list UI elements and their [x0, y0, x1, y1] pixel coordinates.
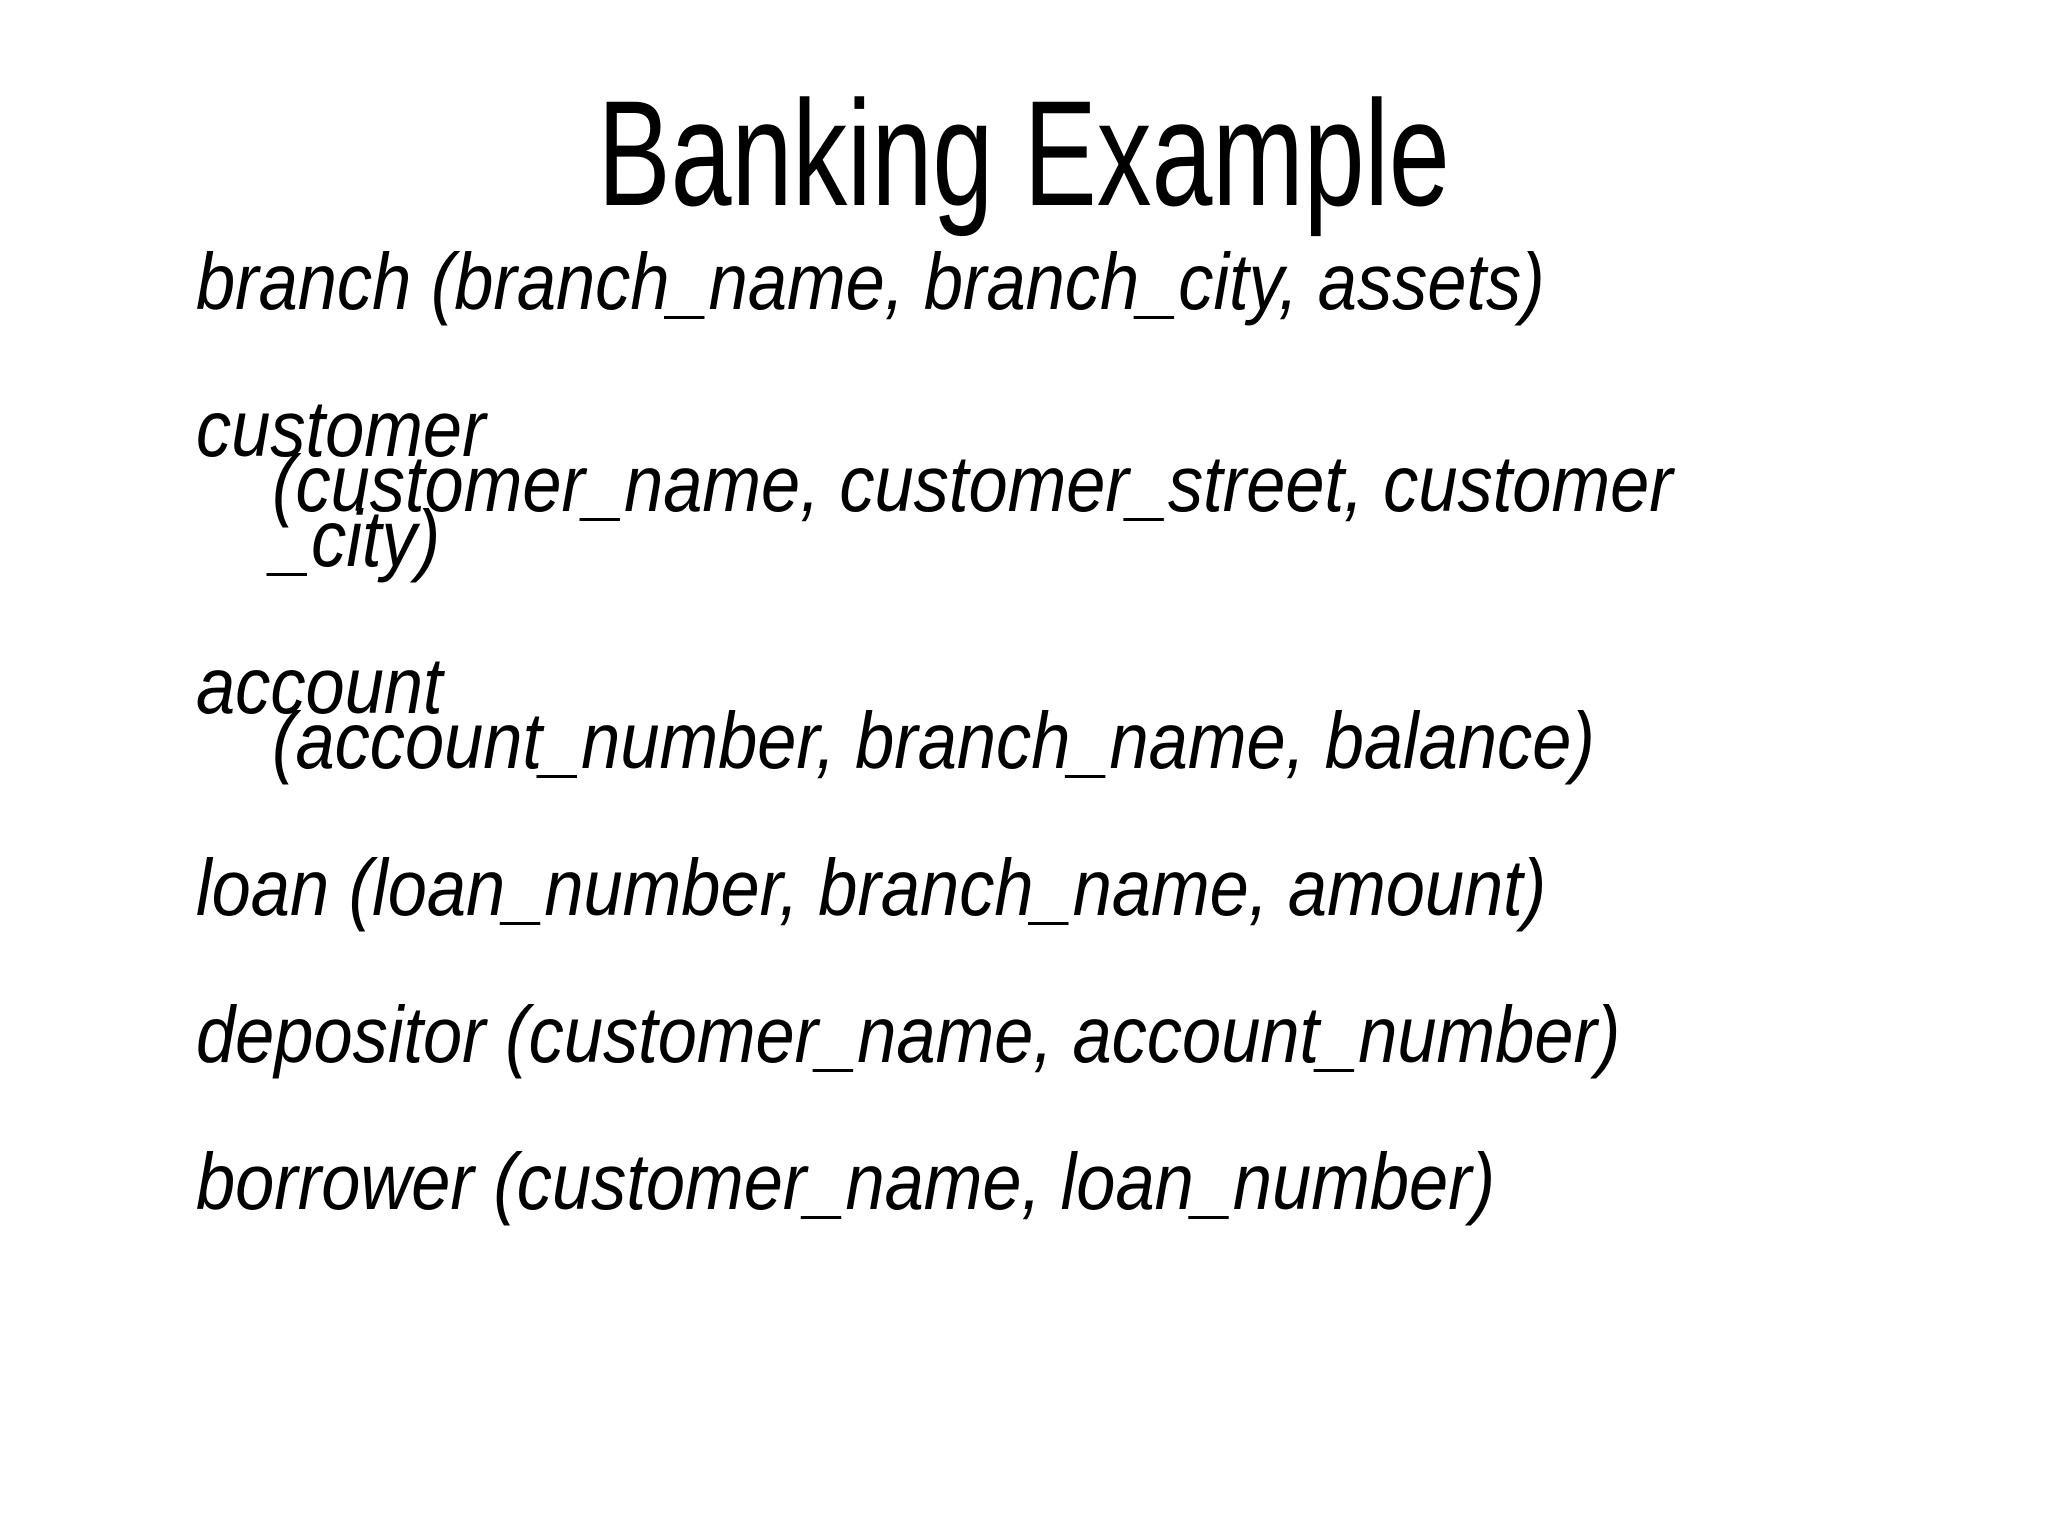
relation-depositor: depositor (customer_name, account_number… [196, 990, 1864, 1079]
schema-line: depositor (customer_name, account_number… [196, 990, 1864, 1079]
schema-line: customer [196, 384, 1864, 473]
schema-line: borrower (customer_name, loan_number) [196, 1137, 1864, 1226]
schema-line-text: customer [196, 384, 486, 473]
schema-line-text: (customer_name, customer_street, custome… [272, 439, 1673, 528]
schema-line-text: branch (branch_name, branch_city, assets… [196, 237, 1545, 326]
schema-line-text: (account_number, branch_name, balance) [272, 696, 1595, 785]
schema-line-text: borrower (customer_name, loan_number) [196, 1137, 1496, 1226]
schema-line-text: depositor (customer_name, account_number… [196, 990, 1621, 1079]
schema-line: (customer_name, customer_street, custome… [272, 439, 1864, 528]
schema-line-text: _city) [272, 494, 441, 583]
schema-line-text: loan (loan_number, branch_name, amount) [196, 843, 1547, 932]
relation-customer: customer(customer_name, customer_street,… [196, 384, 1864, 583]
schema-line: loan (loan_number, branch_name, amount) [196, 843, 1864, 932]
relation-branch: branch (branch_name, branch_city, assets… [196, 237, 1864, 326]
schema-line-text: account [196, 641, 443, 730]
schema-list: branch (branch_name, branch_city, assets… [196, 237, 1864, 1301]
schema-line: (account_number, branch_name, balance) [272, 696, 1864, 785]
page-title-text: Banking Example [597, 69, 1451, 237]
schema-line: account [196, 641, 1864, 730]
schema-line: branch (branch_name, branch_city, assets… [196, 237, 1864, 326]
relation-loan: loan (loan_number, branch_name, amount) [196, 843, 1864, 932]
page-title: Banking Example [0, 63, 2048, 243]
schema-line: _city) [272, 494, 1864, 583]
relation-borrower: borrower (customer_name, loan_number) [196, 1137, 1864, 1226]
relation-account: account(account_number, branch_name, bal… [196, 641, 1864, 785]
